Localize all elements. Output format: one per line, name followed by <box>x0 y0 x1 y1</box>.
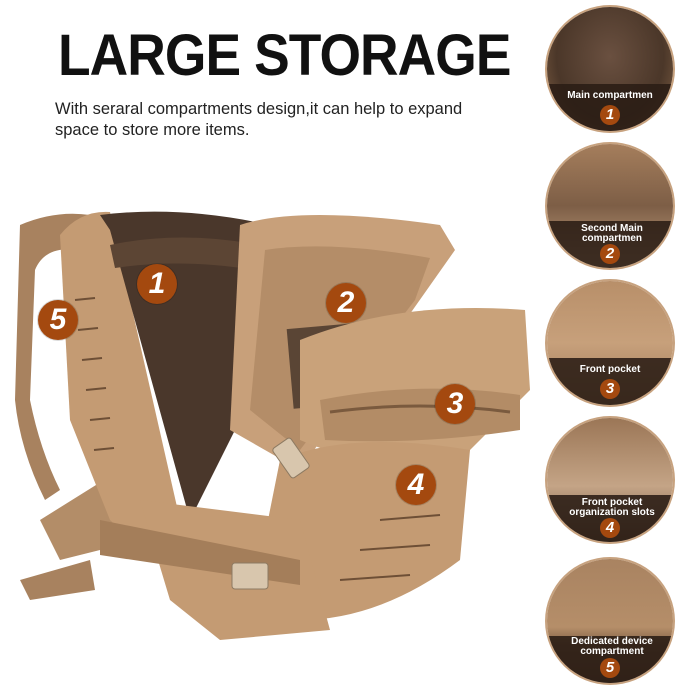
thumb-second-main-compartment: Second Main compartmen 2 <box>545 142 675 270</box>
caption: Main compartmen <box>567 90 653 101</box>
number-badge: 4 <box>600 518 620 538</box>
thumb-device-compartment: Dedicated device compartment 5 <box>545 557 675 685</box>
page-title: LARGE STORAGE <box>58 23 511 88</box>
badge-1: 1 <box>137 264 177 304</box>
thumb-main-compartment: Main compartmen 1 <box>545 5 675 133</box>
number-badge: 3 <box>600 379 620 399</box>
caption: Dedicated device compartment <box>571 636 653 657</box>
badge-4: 4 <box>396 465 436 505</box>
thumb-front-pocket: Front pocket 3 <box>545 279 675 407</box>
number-badge: 5 <box>600 658 620 678</box>
badge-5: 5 <box>38 300 78 340</box>
badge-2: 2 <box>326 283 366 323</box>
caption: Second Main compartmen <box>581 223 643 244</box>
caption: Front pocket organization slots <box>569 497 655 518</box>
number-badge: 2 <box>600 244 620 264</box>
badge-3: 3 <box>435 384 475 424</box>
thumb-front-pocket-organization: Front pocket organization slots 4 <box>545 416 675 544</box>
number-badge: 1 <box>600 105 620 125</box>
caption: Front pocket <box>579 364 641 375</box>
description-text: With seraral compartments design,it can … <box>55 100 463 139</box>
